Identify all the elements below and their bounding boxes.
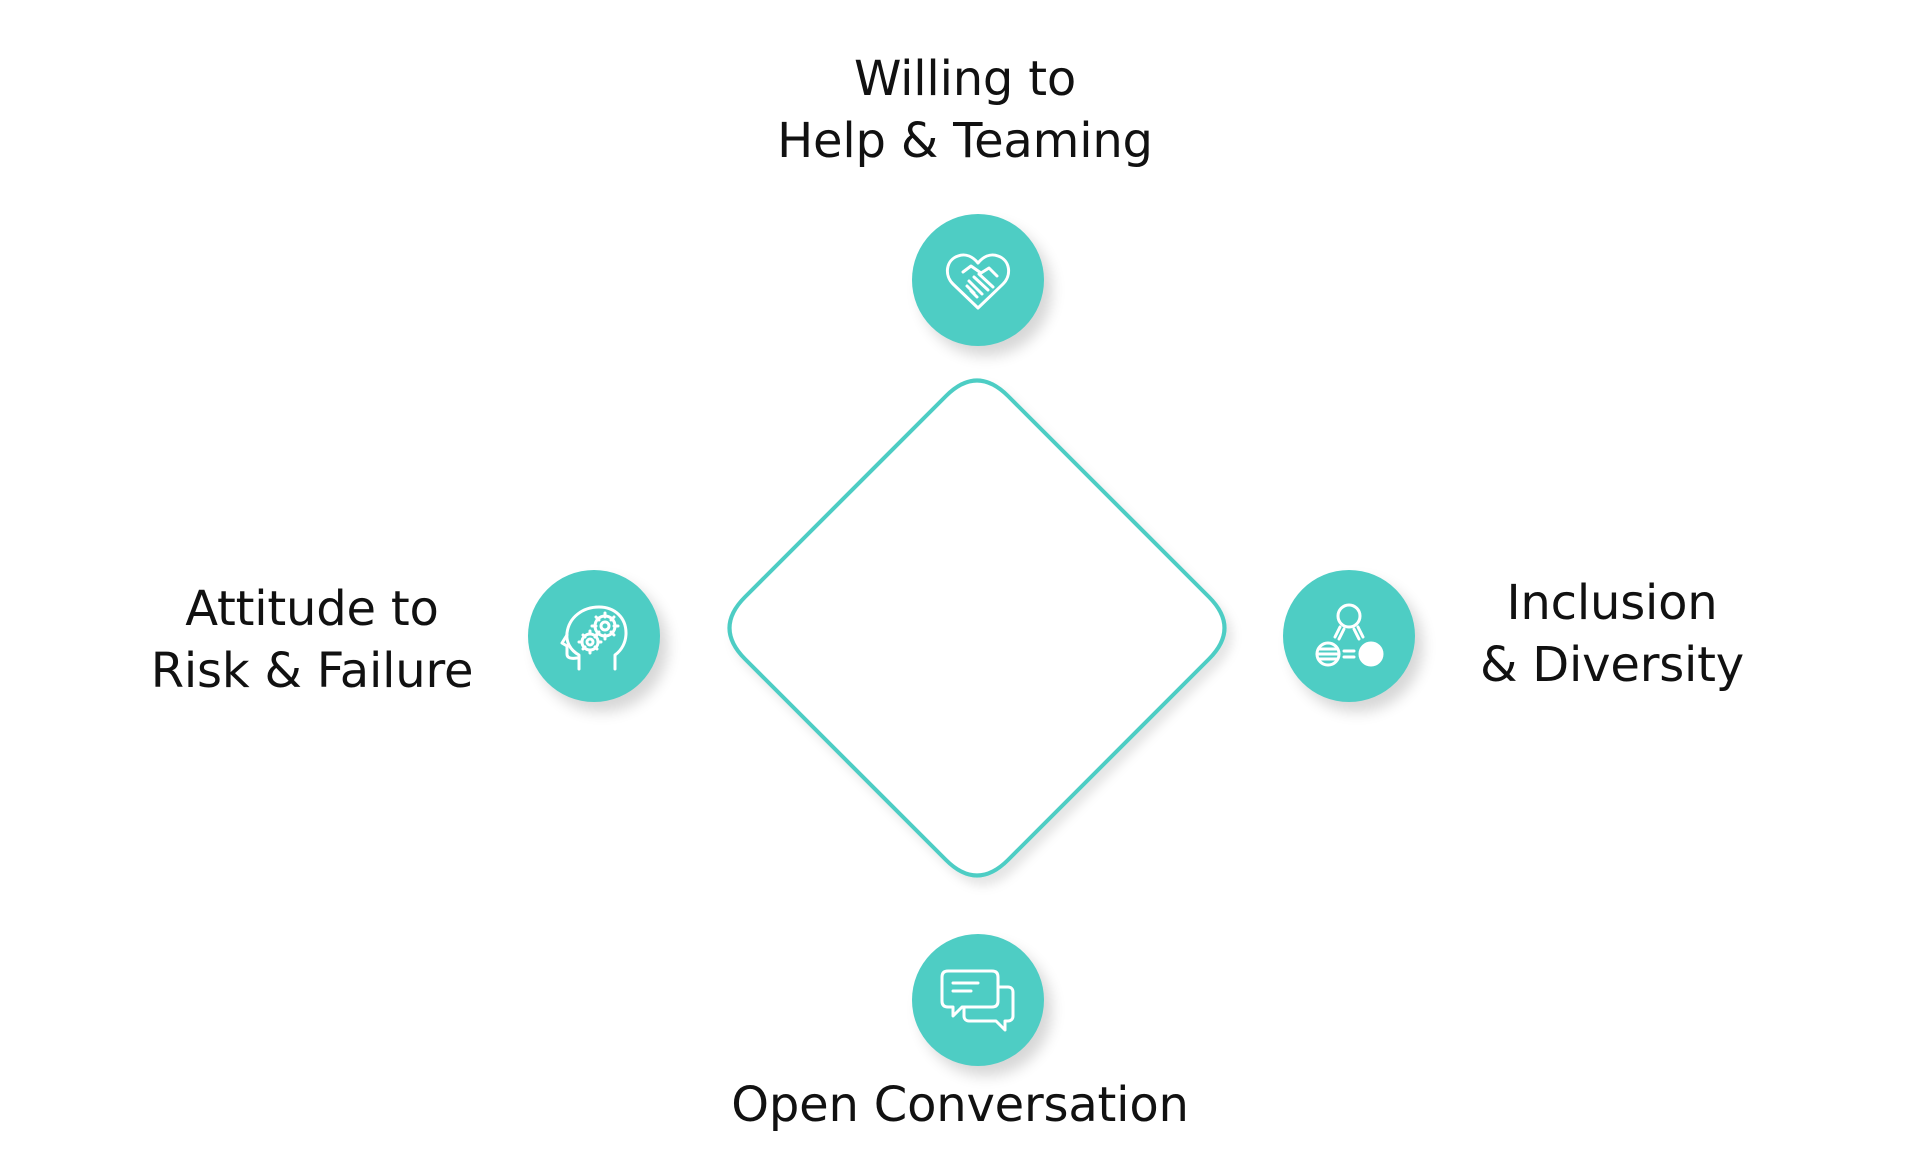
bottom-node-label-line-1: Open Conversation [731,1077,1189,1133]
diversity-network-icon [1315,603,1384,667]
top-node-circle [912,214,1044,346]
left-node-label: Attitude to Risk & Failure [122,578,502,702]
bottom-node-label: Open Conversation [678,1074,1242,1136]
right-node-circle [1283,570,1415,702]
top-node-label: Willing to Help & Teaming [720,48,1210,172]
right-node-label: Inclusion & Diversity [1452,572,1772,696]
right-node-label-line-2: & Diversity [1479,637,1745,693]
head-gears-icon [560,605,628,671]
left-node-label-line-2: Risk & Failure [150,643,474,699]
top-node-label-line-1: Willing to [853,51,1077,107]
handshake-heart-icon [945,253,1011,310]
right-node-label-line-1: Inclusion [1506,575,1718,631]
chat-bubbles-icon [940,969,1015,1032]
left-node-circle [528,570,660,702]
top-node-label-line-2: Help & Teaming [777,113,1153,169]
left-node-label-line-1: Attitude to [185,581,439,637]
bottom-node-circle [912,934,1044,1066]
